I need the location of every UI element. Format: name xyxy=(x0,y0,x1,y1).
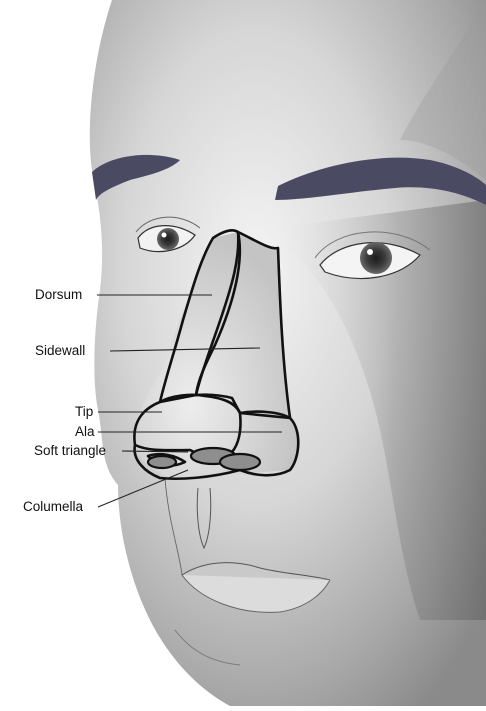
right-nostril xyxy=(220,454,260,470)
label-dorsum: Dorsum xyxy=(35,288,82,302)
label-tip: Tip xyxy=(75,405,93,419)
label-soft-triangle: Soft triangle xyxy=(34,444,106,458)
label-columella: Columella xyxy=(23,500,83,514)
label-sidewall: Sidewall xyxy=(35,344,85,358)
label-ala: Ala xyxy=(75,425,95,439)
small-nostril xyxy=(148,456,176,468)
